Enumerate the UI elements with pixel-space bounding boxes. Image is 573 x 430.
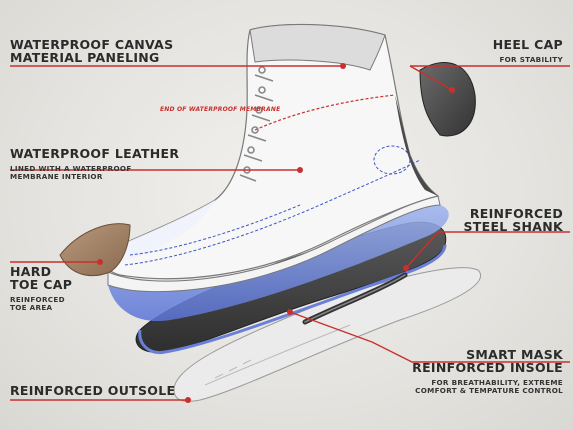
leather-subtitle: LINED WITH A WATERPROOF MEMBRANE INTERIO… bbox=[10, 164, 132, 181]
leader-dots bbox=[97, 63, 455, 403]
label-hard-toe-cap: HARD TOE CAP REINFORCED TOE AREA bbox=[10, 265, 100, 311]
leader-lines bbox=[10, 65, 570, 401]
insole-shape bbox=[173, 267, 481, 402]
label-end-membrane: END OF WATERPROOF MEMBRANE bbox=[160, 106, 281, 113]
canvas-title: WATERPROOF CANVAS MATERIAL PANELING bbox=[10, 37, 174, 66]
toecap-subtitle: REINFORCED TOE AREA bbox=[10, 295, 65, 312]
label-waterproof-leather: WATERPROOF LEATHER LINED WITH A WATERPRO… bbox=[10, 147, 190, 180]
heel-title: HEEL CAP bbox=[492, 37, 563, 52]
insole-title: SMART MASK REINFORCED INSOLE bbox=[412, 347, 563, 376]
label-reinforced-outsole: REINFORCED OUTSOLE bbox=[10, 384, 190, 397]
insole-subtitle: FOR BREATHABILITY, EXTREME COMFORT & TEM… bbox=[415, 378, 563, 395]
midsole-shape bbox=[107, 195, 449, 322]
shank-title: REINFORCED STEEL SHANK bbox=[463, 206, 563, 235]
label-smart-mask-insole: SMART MASK REINFORCED INSOLE FOR BREATHA… bbox=[393, 348, 563, 394]
heel-cap-shape bbox=[419, 62, 476, 137]
outsole-title: REINFORCED OUTSOLE bbox=[10, 383, 176, 398]
boot-upper-shape bbox=[104, 23, 440, 280]
toecap-title: HARD TOE CAP bbox=[10, 264, 73, 293]
label-steel-shank: REINFORCED STEEL SHANK bbox=[440, 207, 563, 233]
heel-subtitle: FOR STABILITY bbox=[499, 55, 563, 65]
label-heel-cap: HEEL CAP FOR STABILITY bbox=[440, 38, 563, 64]
steel-shank-shape bbox=[302, 272, 408, 325]
label-waterproof-canvas: WATERPROOF CANVAS MATERIAL PANELING bbox=[10, 38, 240, 64]
leather-title: WATERPROOF LEATHER bbox=[10, 146, 180, 161]
